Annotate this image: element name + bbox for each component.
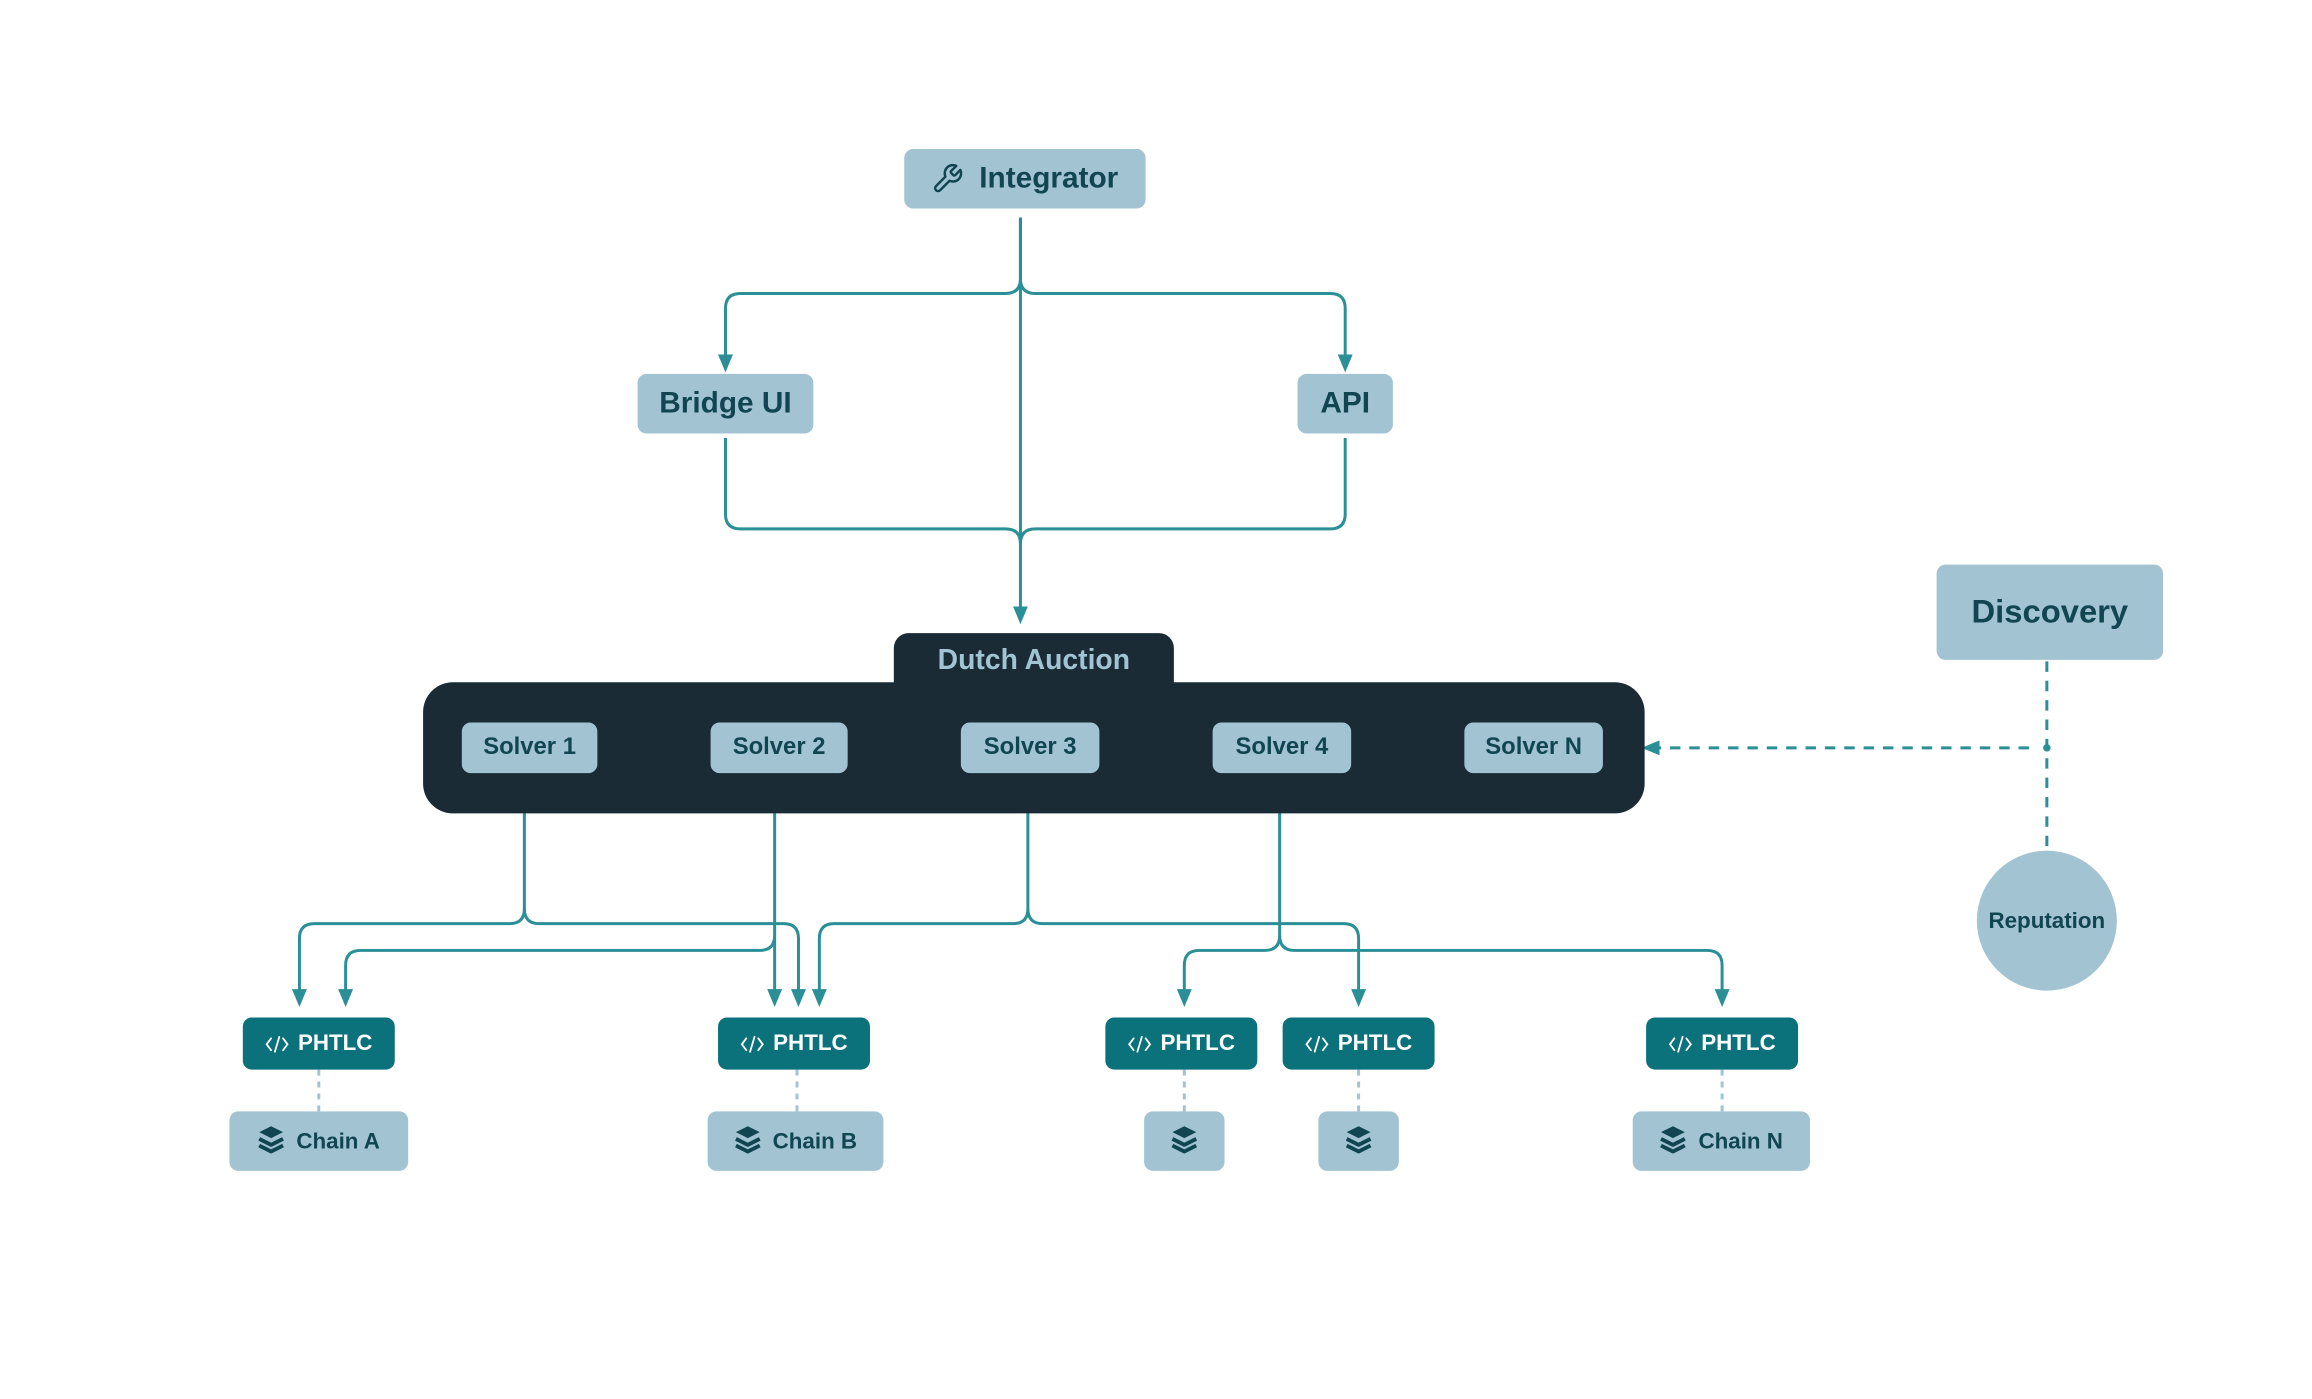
code-icon	[1128, 1033, 1152, 1054]
edge-solver2-chain-a	[338, 935, 777, 1008]
phtlc-contract: PHTLC	[1646, 1017, 1799, 1070]
edge-solver4-chain-3	[1176, 773, 1282, 1008]
chain-node: Chain B	[707, 1111, 884, 1171]
solver-4: Solver 4	[1212, 722, 1352, 774]
edge-solver1-chain-a	[291, 773, 526, 1008]
edge-bridge-ui-auction	[723, 437, 1022, 544]
wrench-icon	[932, 162, 965, 195]
layers-icon	[1345, 1125, 1372, 1158]
solver-label: Solver 3	[983, 734, 1077, 760]
phtlc-contract: PHTLC	[718, 1017, 870, 1070]
layers-icon	[1660, 1125, 1687, 1158]
solver-1: Solver 1	[461, 722, 598, 774]
dutch-auction-tab: Dutch Auction	[893, 633, 1174, 690]
discovery-node: Discovery	[1936, 564, 2164, 660]
reputation-node: Reputation	[1976, 850, 2117, 991]
bridge-ui-label: Bridge UI	[659, 386, 792, 420]
phtlc-label: PHTLC	[1160, 1030, 1235, 1057]
phtlc-label: PHTLC	[297, 1030, 373, 1057]
chain-node: Chain A	[229, 1111, 409, 1171]
edge-integrator-bridge-ui	[718, 217, 1022, 373]
chain-node	[1144, 1111, 1225, 1171]
api-label: API	[1320, 386, 1371, 420]
solver-label: Solver 1	[483, 734, 576, 760]
edge-solver4-chain-n	[1278, 935, 1730, 1008]
solver-n: Solver N	[1464, 722, 1603, 774]
edge-solver1-chain-b	[522, 908, 806, 1008]
chain-node	[1318, 1111, 1399, 1171]
integrator-label: Integrator	[979, 161, 1119, 195]
code-icon	[1305, 1033, 1329, 1054]
chain-label: Chain N	[1698, 1128, 1783, 1154]
chain-node: Chain N	[1632, 1111, 1810, 1171]
code-icon	[1668, 1033, 1692, 1054]
layers-icon	[1171, 1125, 1198, 1158]
api-node: API	[1297, 373, 1393, 434]
chain-label: Chain A	[296, 1128, 380, 1154]
phtlc-contract: PHTLC	[1105, 1017, 1258, 1070]
discovery-label: Discovery	[1971, 592, 2129, 631]
edge-solver3-chain-4	[1026, 908, 1367, 1008]
layers-icon	[734, 1125, 761, 1158]
solver-label: Solver 4	[1235, 734, 1329, 760]
bridge-ui-node: Bridge UI	[637, 373, 814, 434]
solver-3: Solver 3	[960, 722, 1100, 774]
solver-2: Solver 2	[710, 722, 848, 774]
solver-label: Solver 2	[732, 734, 826, 760]
phtlc-contract: PHTLC	[1282, 1017, 1435, 1070]
integrator-node: Integrator	[904, 148, 1146, 209]
discovery-junction-dot	[2043, 744, 2051, 752]
solver-label: Solver N	[1485, 734, 1582, 760]
code-icon	[265, 1033, 289, 1054]
phtlc-label: PHTLC	[773, 1030, 848, 1057]
code-icon	[740, 1033, 764, 1054]
edge-integrator-api	[1018, 217, 1353, 373]
phtlc-contract: PHTLC	[242, 1017, 395, 1070]
phtlc-label: PHTLC	[1701, 1030, 1776, 1057]
phtlc-label: PHTLC	[1337, 1030, 1413, 1057]
layers-icon	[258, 1125, 285, 1158]
reputation-label: Reputation	[1988, 907, 2106, 934]
edge-solver3-chain-b	[811, 773, 1030, 1008]
edge-api-auction	[1018, 437, 1347, 544]
chain-label: Chain B	[772, 1128, 858, 1154]
dutch-auction-label: Dutch Auction	[937, 645, 1131, 677]
